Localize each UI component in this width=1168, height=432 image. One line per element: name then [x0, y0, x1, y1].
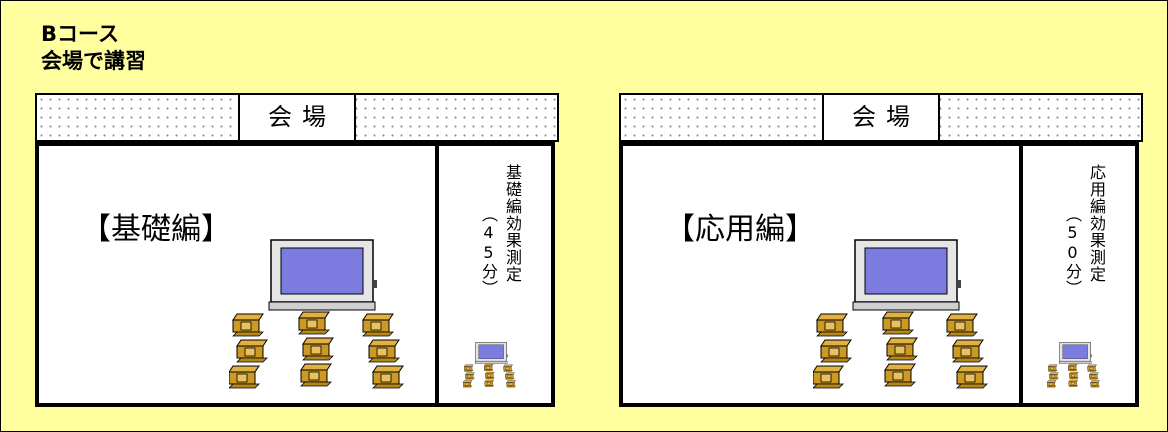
small-classroom-illustration-icon: [463, 340, 519, 392]
hall-bar: 会場: [619, 93, 1143, 142]
course-title: Bコース: [41, 22, 119, 46]
panel-advanced: 会場 【応用編】 応用編効果測定 （50分）: [619, 93, 1143, 411]
hall-label: 会場: [238, 95, 356, 140]
classroom-illustration-icon: [229, 238, 414, 398]
course-subtitle: 会場で講習: [41, 49, 146, 73]
effect-test-duration: （45分）: [479, 206, 498, 297]
effect-test-title: 応用編効果測定: [1087, 164, 1106, 283]
divider: [435, 146, 439, 403]
hall-room: 【基礎編】 基礎編効果測定 （45分）: [35, 142, 555, 407]
hall-label: 会場: [822, 95, 940, 140]
divider: [1019, 146, 1023, 403]
effect-test-duration: （50分）: [1063, 206, 1082, 297]
hall-room: 【応用編】 応用編効果測定 （50分）: [619, 142, 1139, 407]
classroom-illustration-icon: [813, 238, 998, 398]
small-classroom-illustration-icon: [1047, 340, 1103, 392]
panel-basic: 会場 【基礎編】 基礎編効果測定 （45分）: [35, 93, 559, 411]
course-label-advanced: 【応用編】: [665, 212, 815, 247]
effect-test-title: 基礎編効果測定: [503, 164, 522, 283]
hall-bar: 会場: [35, 93, 559, 142]
course-label-basic: 【基礎編】: [81, 212, 231, 247]
